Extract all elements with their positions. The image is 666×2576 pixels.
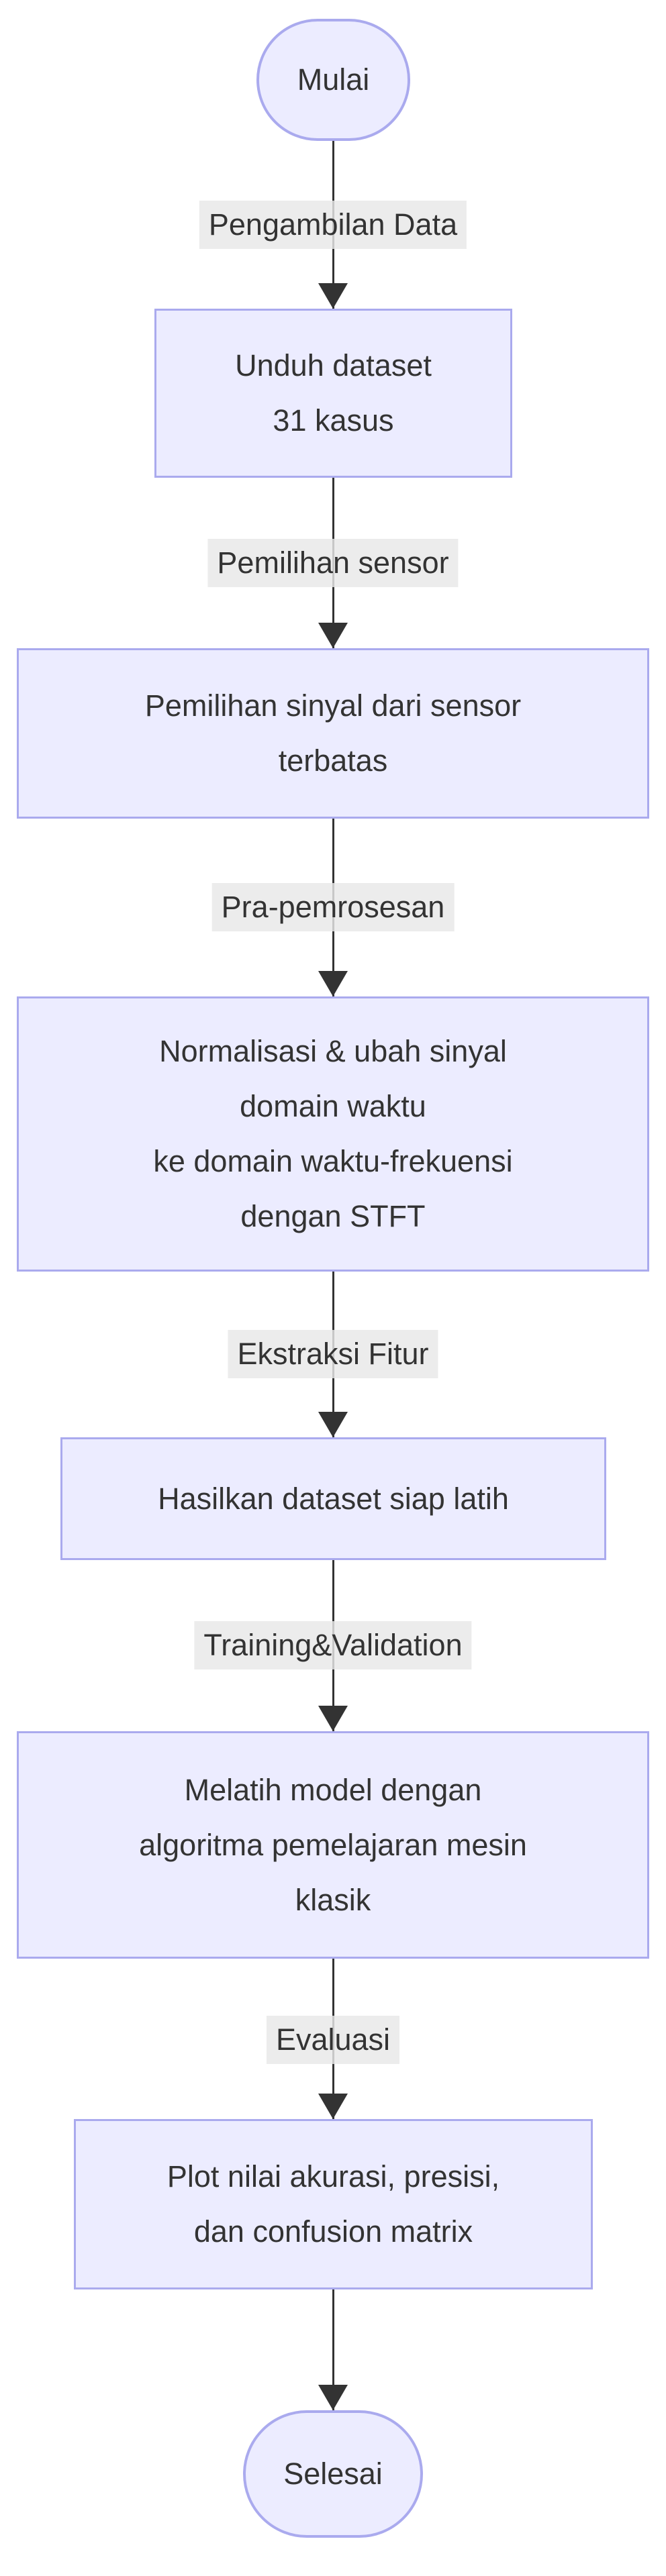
node-label: Unduh dataset 31 kasus [235, 348, 432, 437]
node-label: Normalisasi & ubah sinyal domain waktu k… [153, 1034, 513, 1233]
edge-label-pengambilan-data: Pengambilan Data [199, 201, 467, 249]
node-dataset-siap-latih: Hasilkan dataset siap latih [60, 1437, 606, 1560]
edge-label-evaluasi: Evaluasi [266, 2016, 400, 2064]
node-mulai: Mulai [256, 19, 410, 141]
node-label: Plot nilai akurasi, presisi, dan confusi… [166, 2159, 500, 2249]
node-unduh-dataset: Unduh dataset 31 kasus [154, 309, 512, 478]
arrow-down-icon [318, 2385, 348, 2410]
node-label: Mulai [297, 62, 370, 97]
edge-label-training-validation: Training&Validation [194, 1621, 472, 1669]
arrow-down-icon [318, 1706, 348, 1731]
node-normalisasi-stft: Normalisasi & ubah sinyal domain waktu k… [17, 996, 649, 1272]
edge-label-pra-pemrosesan: Pra-pemrosesan [211, 883, 455, 931]
node-label: Pemilihan sinyal dari sensor terbatas [144, 688, 522, 778]
node-melatih-model: Melatih model dengan algoritma pemelajar… [17, 1731, 649, 1959]
arrow-down-icon [318, 623, 348, 648]
node-pemilihan-sinyal: Pemilihan sinyal dari sensor terbatas [17, 648, 649, 819]
arrow-down-icon [318, 283, 348, 309]
node-label: Selesai [283, 2457, 383, 2491]
node-plot-hasil: Plot nilai akurasi, presisi, dan confusi… [74, 2119, 593, 2289]
arrow-down-icon [318, 2094, 348, 2119]
node-label: Hasilkan dataset siap latih [158, 1481, 509, 1516]
node-label: Melatih model dengan algoritma pemelajar… [139, 1772, 527, 1917]
arrow-down-icon [318, 971, 348, 996]
edge-label-pemilihan-sensor: Pemilihan sensor [207, 539, 459, 587]
arrow-down-icon [318, 1412, 348, 1437]
node-selesai: Selesai [243, 2410, 423, 2538]
edge-line [332, 2289, 334, 2410]
edge-label-ekstraksi-fitur: Ekstraksi Fitur [228, 1330, 438, 1378]
